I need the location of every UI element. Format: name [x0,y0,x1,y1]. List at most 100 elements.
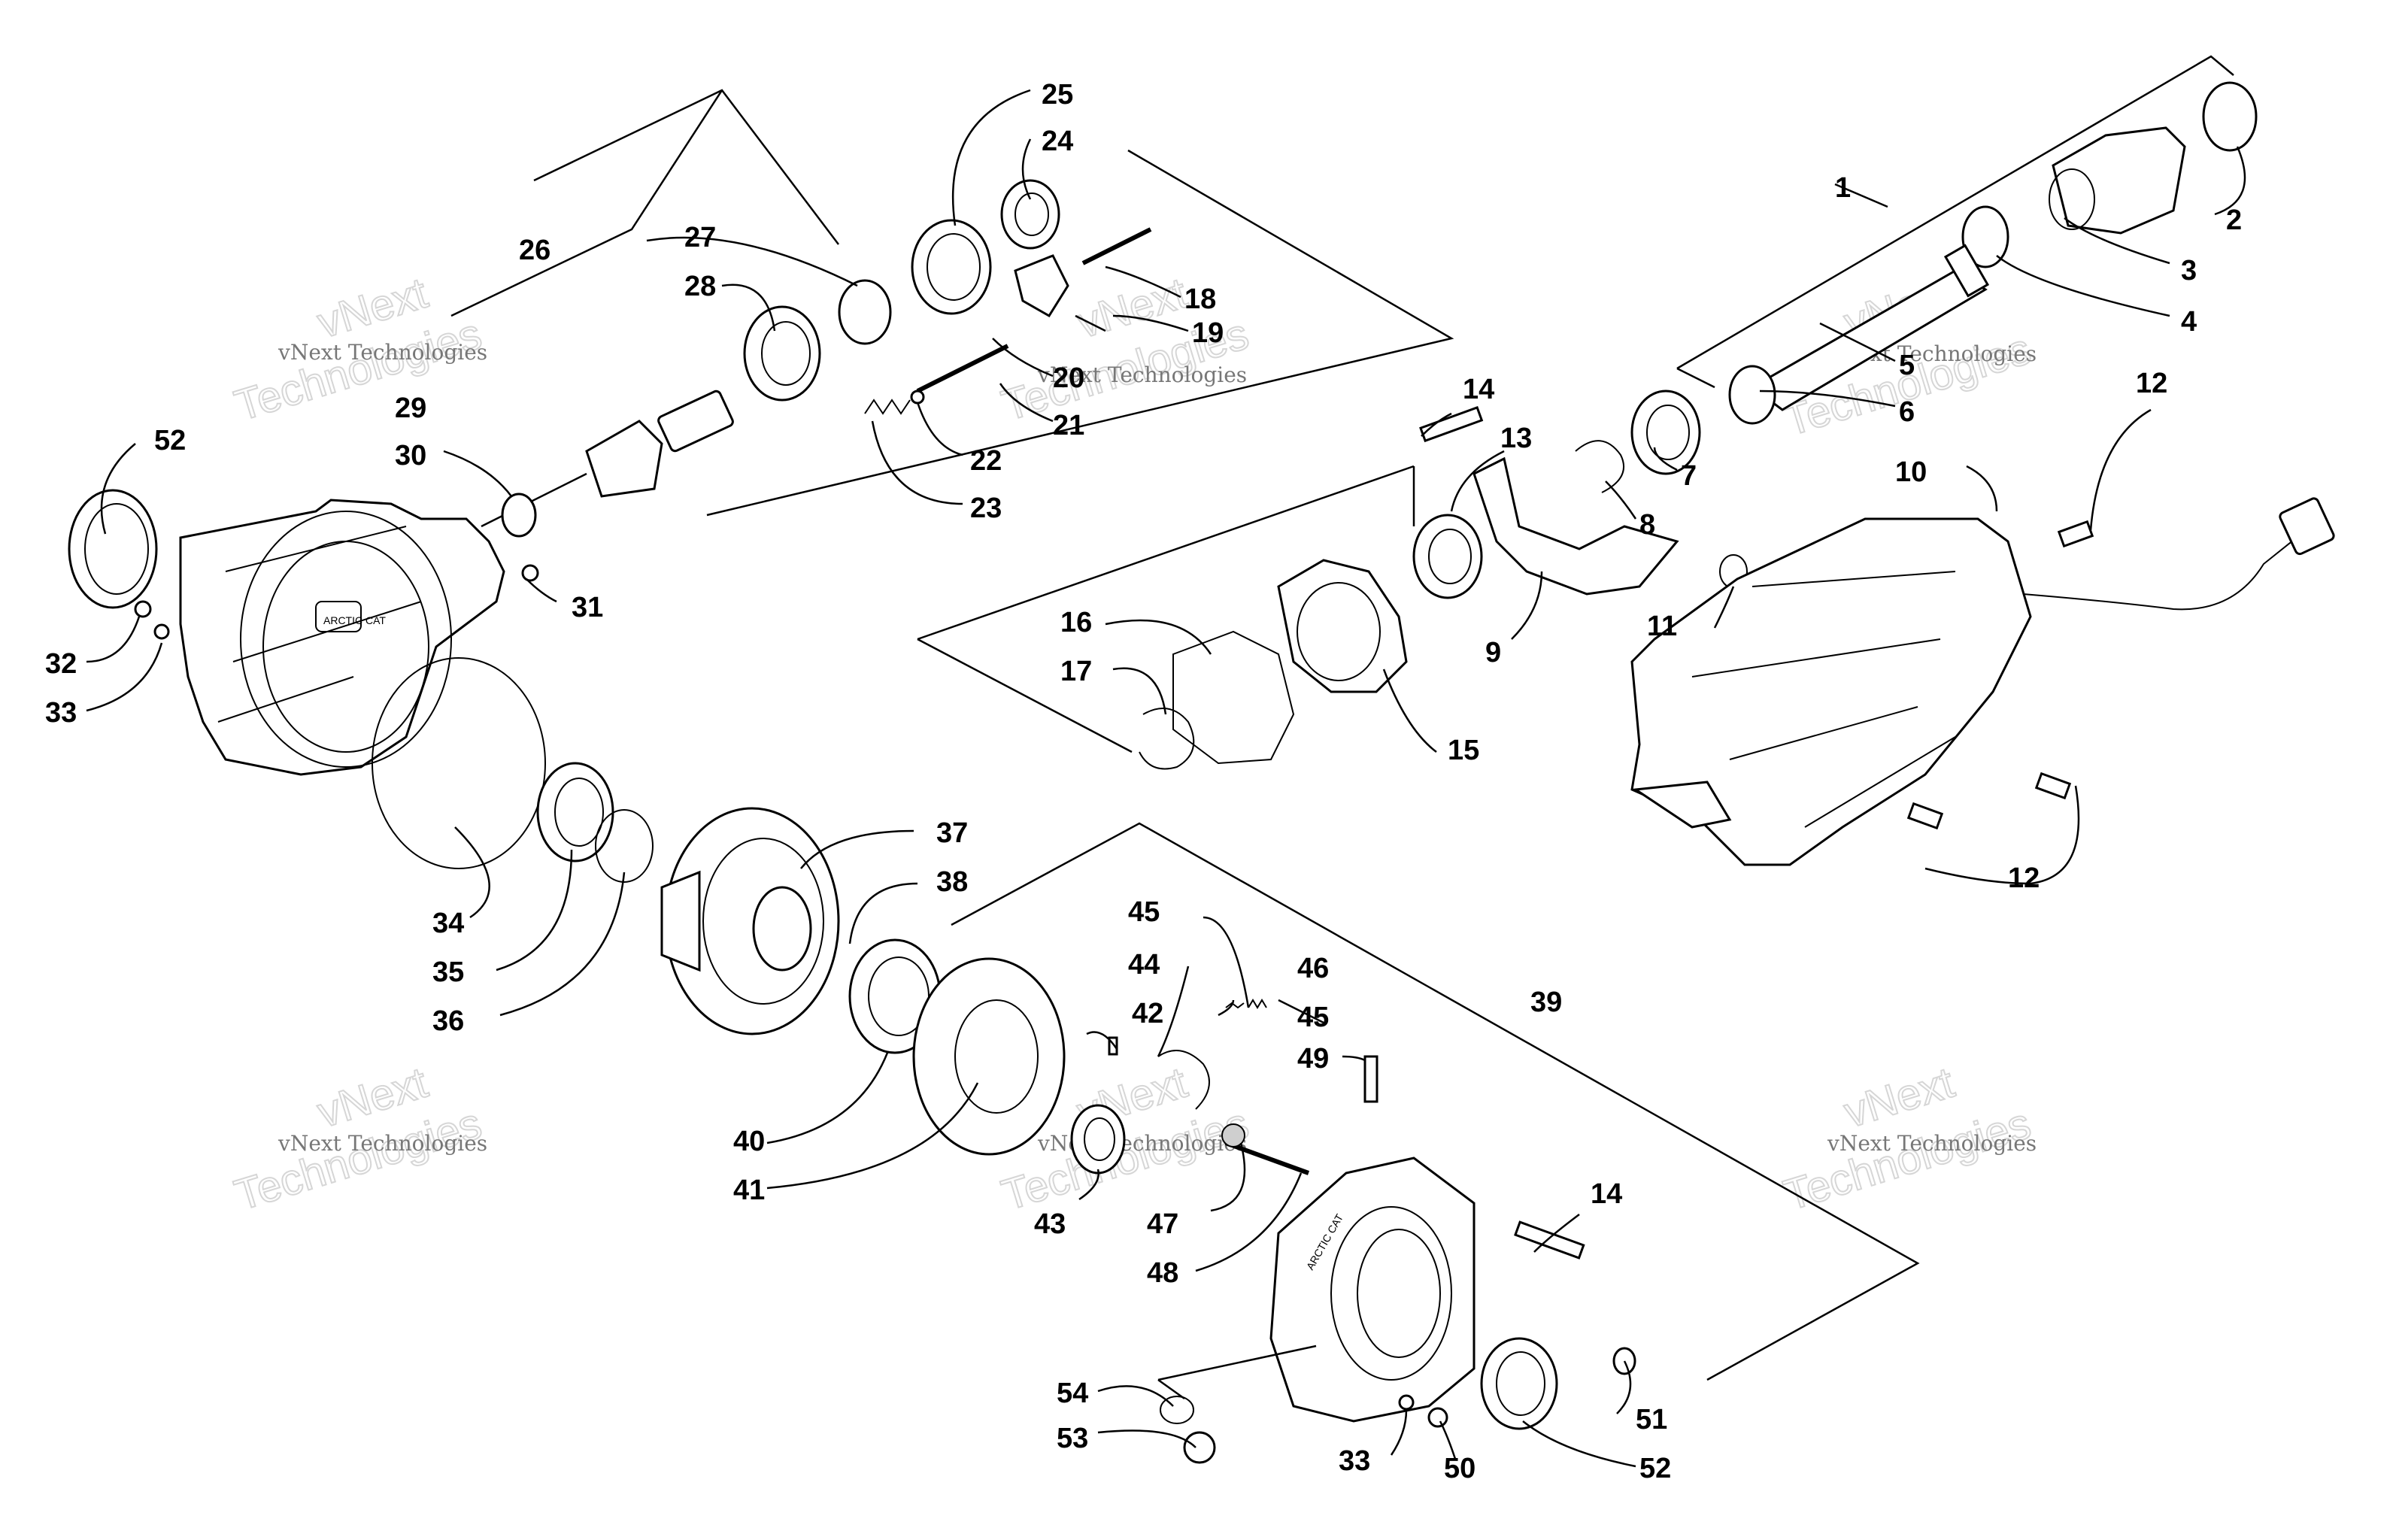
part-14-bolt-upper [1419,405,1484,443]
part-14-bolt-lower [1514,1220,1585,1260]
part-4-clamp [1961,205,2009,268]
callout-49: 49 [1297,1043,1329,1075]
callout-53: 53 [1057,1423,1088,1454]
part-32-plug [134,600,152,618]
callout-17: 17 [1060,656,1092,687]
housing-boss [315,601,362,632]
callout-34: 34 [432,908,464,939]
callout-46: 46 [1297,953,1329,984]
part-29-pinion-gear [481,390,734,528]
callout-39: 39 [1530,987,1562,1018]
part-54-oring [1160,1396,1194,1424]
callout-15: 15 [1448,735,1479,766]
callout-9: 9 [1485,637,1501,668]
callout-47: 47 [1147,1208,1178,1240]
part-12-bolt-a [2057,520,2094,548]
watermark-top-left: vNext Technologies vNext Technologies [229,268,488,432]
housing-flange [240,511,452,768]
part-50-bolt [1427,1407,1448,1428]
part-33-washer-left [153,623,170,640]
part-22-ball [910,390,925,405]
callout-52-left: 52 [154,425,186,456]
callout-27: 27 [684,222,716,253]
callout-33-left: 33 [45,697,77,729]
callout-35: 35 [432,956,464,988]
bracket-group-9 [917,465,1415,641]
watermark-small: vNext Technologies [1037,1131,1247,1156]
callout-21: 21 [1053,410,1084,441]
part-41-cover-plate [912,957,1066,1156]
part-23-spring [864,399,911,415]
callout-13: 13 [1500,423,1532,454]
callout-32: 32 [45,648,77,680]
part-34-oring [372,657,546,869]
callout-12-upper: 12 [2136,368,2167,399]
part-21-shaft [916,344,1009,393]
callout-31: 31 [572,592,603,623]
part-43-bearing [1070,1104,1126,1175]
callout-38: 38 [936,866,968,898]
callout-40: 40 [733,1126,765,1157]
callout-19: 19 [1192,317,1224,349]
callout-11: 11 [1647,611,1677,642]
bracket-group-9-b [917,638,1133,753]
leader-lines [86,89,2246,1468]
part-42-key [1108,1036,1118,1056]
watermark-small: vNext Technologies [1037,362,1247,387]
callouts: 1 2 3 4 5 6 7 8 9 10 11 12 12 13 14 14 1… [45,79,2242,1484]
watermark-bottom-right: vNext Technologies vNext Technologies [1778,1057,2037,1221]
callout-44: 44 [1128,949,1160,981]
bracket-group-1-left [1676,367,1715,389]
callout-2: 2 [2226,205,2242,236]
watermark-small: vNext Technologies [278,340,487,365]
callout-33-right: 33 [1339,1445,1370,1477]
part-52-seal-right [1480,1337,1558,1430]
callout-23: 23 [970,493,1002,524]
watermark-small: vNext Technologies [278,1131,487,1156]
part-24-seal [1000,179,1060,250]
callout-18: 18 [1184,283,1216,315]
callout-24: 24 [1042,126,1073,157]
part-47-washer [1221,1123,1245,1147]
part-12-bolt-b [1906,802,1944,830]
callout-22: 22 [970,445,1002,477]
callout-50: 50 [1444,1453,1476,1484]
part-45-spring-a [1225,1002,1245,1009]
actuator-connector [2279,497,2335,556]
watermark-bottom-left: vNext Technologies vNext Technologies [229,1057,488,1221]
callout-10: 10 [1895,456,1927,488]
callout-37: 37 [936,817,968,849]
part-37-ring-gear [660,807,840,1035]
bracket-group-26-left [450,89,723,317]
callout-3: 3 [2181,255,2197,286]
callout-48: 48 [1147,1257,1178,1289]
callout-29: 29 [395,393,426,424]
part-15-housing [1277,559,1408,693]
callout-26: 26 [519,235,550,266]
callout-30: 30 [395,440,426,471]
part-8-snap-ring [1575,440,1624,493]
callout-8: 8 [1639,509,1655,541]
bracket-group-1 [1676,55,2234,370]
part-12-bolt-c [2034,772,2072,800]
callout-4: 4 [2181,306,2197,338]
part-10-actuator [1630,497,2335,866]
part-19-shift-fork [1014,254,1069,318]
part-52-seal-left [68,489,158,609]
part-31-dowel [521,564,539,582]
actuator-cable [2022,533,2302,611]
bracket-group-26-right [706,149,1454,517]
callout-45-lower: 45 [1297,1002,1329,1033]
callout-16: 16 [1060,607,1092,638]
callout-28: 28 [684,271,716,302]
part-20-pin [1075,314,1106,332]
part-9-bracket [1472,456,1679,596]
housing-brand-text: ARCTIC CAT [323,614,386,626]
bracket-group-39 [951,822,1920,1381]
part-28-bearing [743,305,821,402]
callout-14-upper: 14 [1463,374,1494,405]
callout-36: 36 [432,1005,464,1037]
part-13-bearing [1412,514,1483,599]
callout-6: 6 [1899,396,1915,428]
part-49-breather [1363,1055,1378,1103]
